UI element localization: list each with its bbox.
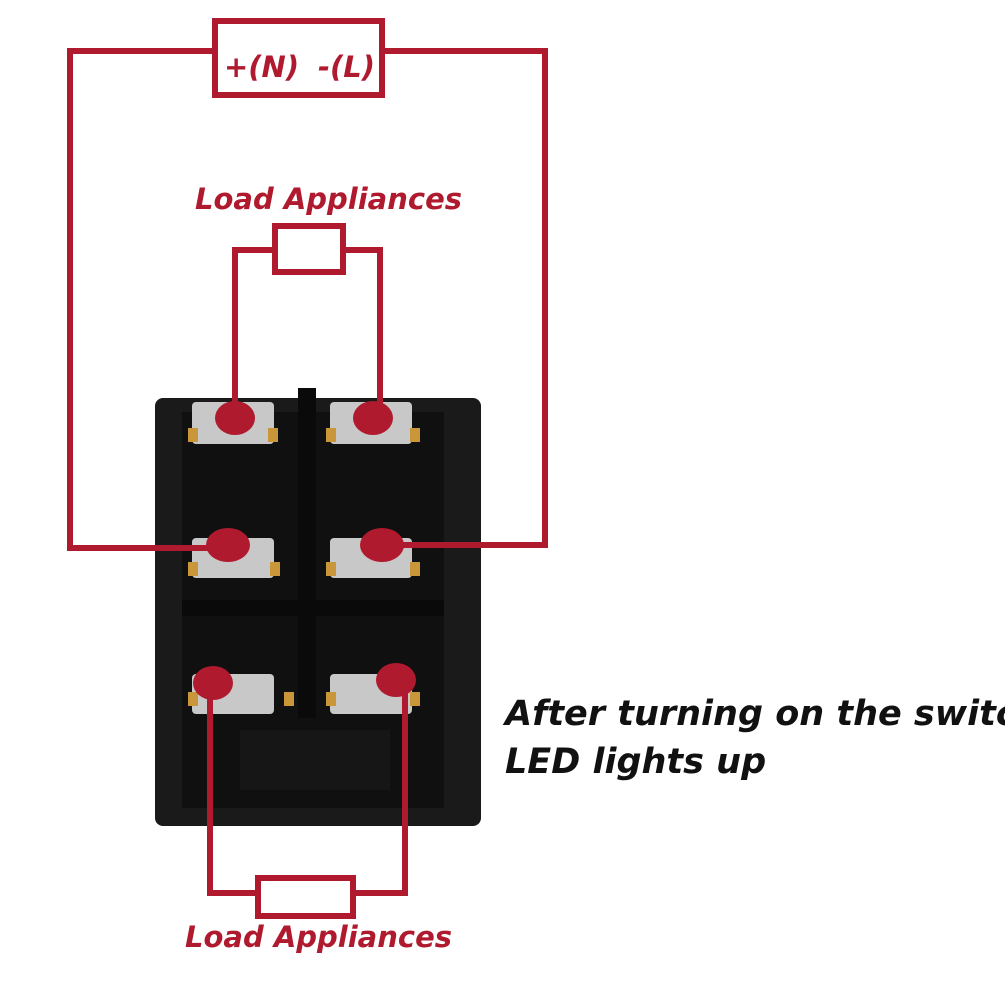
positive-terminal-label: +(N) — [224, 50, 300, 84]
wire-top-load-left — [232, 247, 275, 415]
wire-bottom-load-left — [207, 680, 258, 896]
switch-cross-bar — [182, 600, 444, 616]
negative-terminal-label: -(L) — [318, 50, 376, 84]
load-appliance-top — [272, 223, 346, 275]
dot-top-left — [215, 401, 255, 435]
load-appliance-bottom — [255, 875, 356, 919]
dot-top-right — [353, 401, 393, 435]
wire-bottom-load-right — [353, 677, 408, 896]
load-appliances-bottom-label: Load Appliances — [185, 920, 453, 954]
switch-bottom-tab — [240, 730, 390, 790]
note-line-1: After turning on the switch — [505, 694, 1005, 734]
note-line-2: LED lights up — [505, 742, 767, 782]
wire-top-load-right — [343, 247, 383, 415]
rocker-switch — [155, 388, 481, 826]
switch-center-divider — [298, 388, 316, 718]
dot-bottom-right — [376, 663, 416, 697]
dot-bottom-left — [193, 666, 233, 700]
wire-negative — [382, 48, 548, 548]
wires — [67, 48, 548, 896]
dot-middle-left — [206, 528, 250, 562]
dot-middle-right — [360, 528, 404, 562]
load-appliances-top-label: Load Appliances — [195, 182, 463, 216]
power-source-box — [212, 18, 385, 98]
connection-dots — [193, 401, 416, 700]
wire-positive — [67, 48, 228, 551]
